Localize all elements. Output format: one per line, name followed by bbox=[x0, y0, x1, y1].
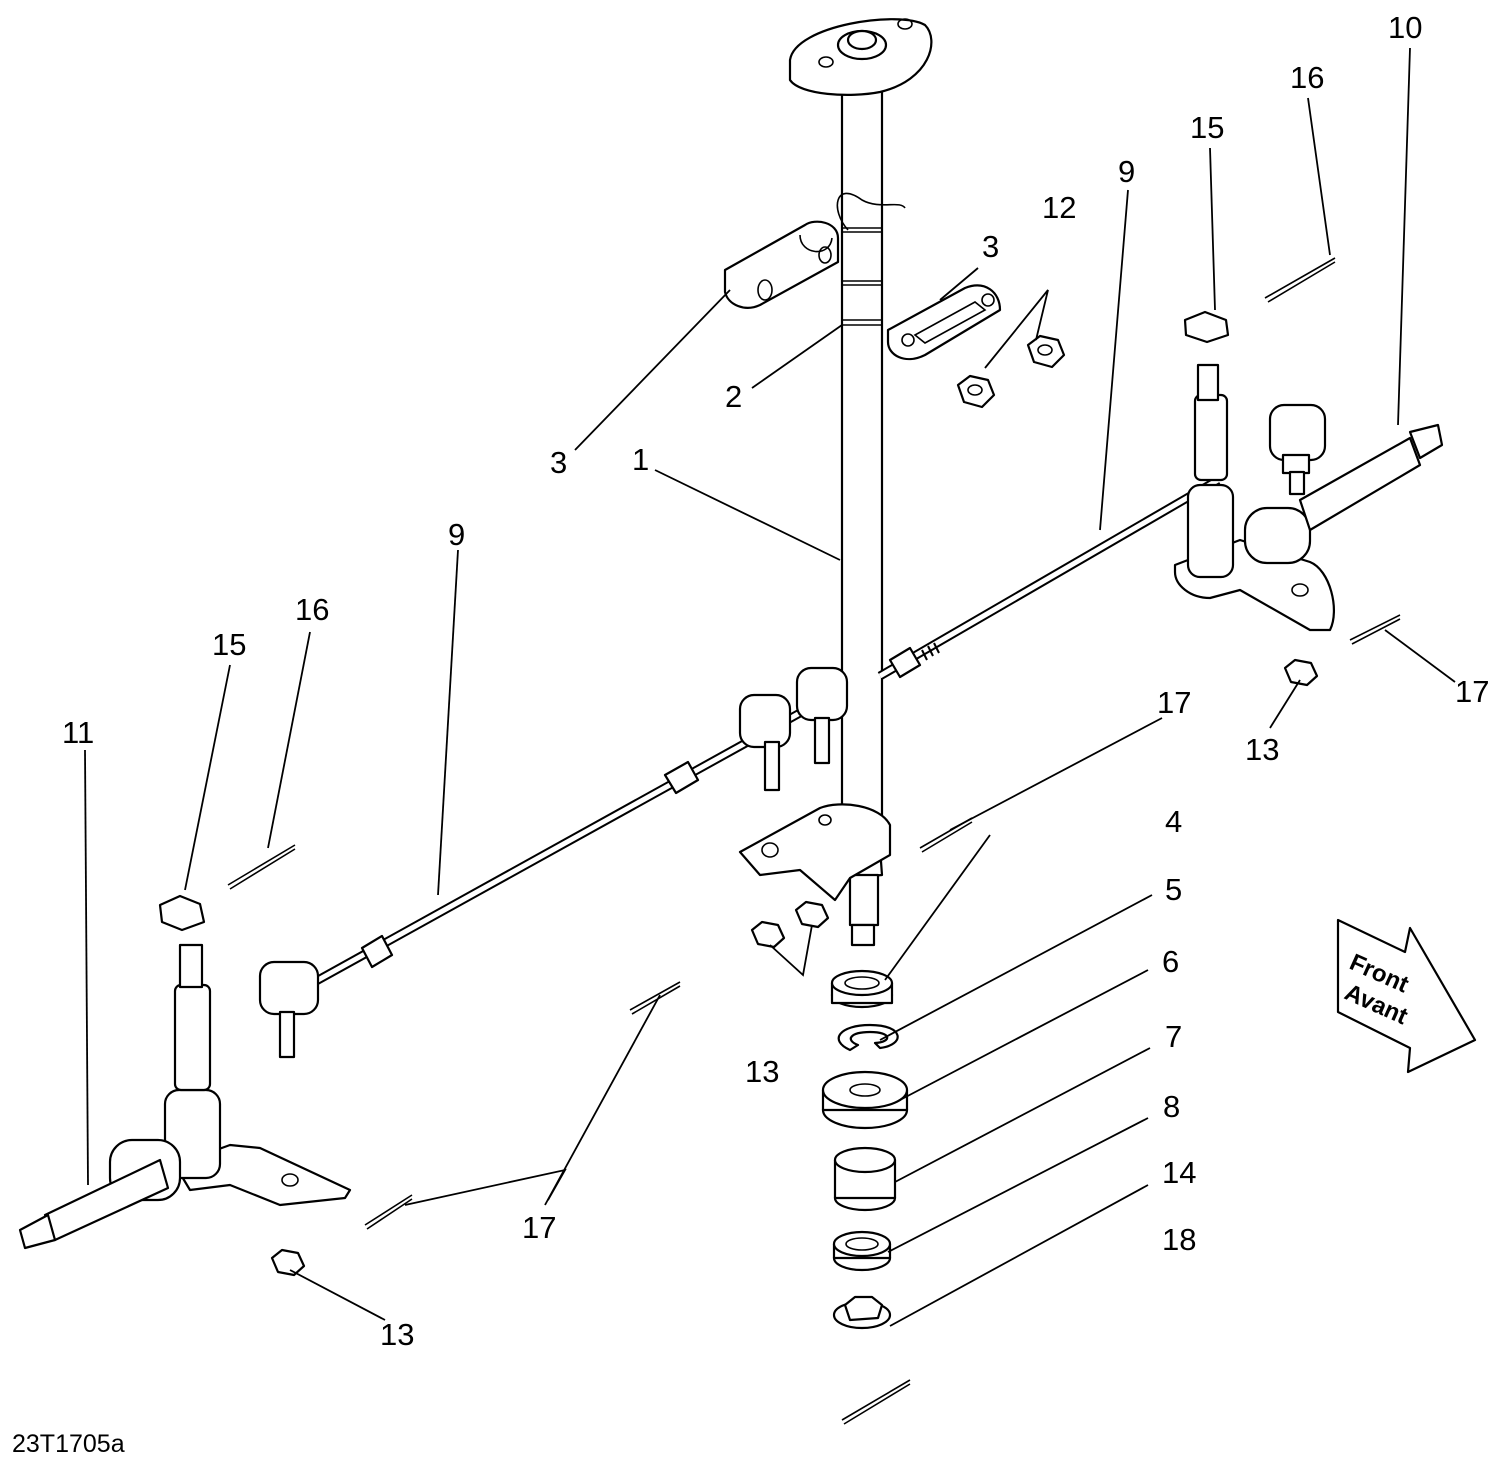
callout-13b: 13 bbox=[745, 1054, 779, 1089]
callout-15: 15 bbox=[1190, 110, 1224, 145]
flange-nut-18 bbox=[832, 1295, 892, 1330]
callout-17b: 17 bbox=[1157, 685, 1191, 720]
callout-14: 14 bbox=[1162, 1155, 1196, 1190]
washer-6 bbox=[821, 1070, 909, 1130]
flange-nut-pair bbox=[750, 900, 830, 949]
callout-1: 1 bbox=[632, 442, 649, 477]
callout-13c: 13 bbox=[380, 1317, 414, 1352]
bushing-4 bbox=[830, 969, 894, 1009]
callout-3: 3 bbox=[550, 445, 567, 480]
callout-8: 8 bbox=[1163, 1089, 1180, 1124]
callout-7: 7 bbox=[1165, 1019, 1182, 1054]
tie-rod-right bbox=[877, 403, 1327, 680]
callout-9: 9 bbox=[1118, 154, 1135, 189]
leader-lines bbox=[84, 47, 1456, 1327]
flange-nut-left bbox=[270, 1248, 306, 1277]
callout-16: 16 bbox=[1290, 60, 1324, 95]
snap-ring-5 bbox=[837, 1023, 899, 1052]
callout-4: 4 bbox=[1165, 804, 1182, 839]
callout-12: 12 bbox=[1042, 190, 1076, 225]
tie-rod-left bbox=[258, 666, 849, 1059]
bushing-14 bbox=[832, 1230, 892, 1272]
spindle-right bbox=[1173, 310, 1444, 632]
callout-2: 2 bbox=[725, 379, 742, 414]
callout-10: 10 bbox=[1388, 10, 1422, 45]
callout-18: 18 bbox=[1162, 1222, 1196, 1257]
callout-17a: 17 bbox=[1455, 674, 1489, 709]
callout-5: 5 bbox=[1165, 872, 1182, 907]
drawing-reference-code: 23T1705a bbox=[12, 1430, 125, 1458]
lock-nut-lower bbox=[956, 374, 996, 409]
callout-labels: 1 2 3 3 4 5 6 7 8 9 9 10 11 12 13 13 13 … bbox=[62, 10, 1489, 1352]
callout-3b: 3 bbox=[982, 229, 999, 264]
callout-6: 6 bbox=[1162, 944, 1179, 979]
sleeve-7 bbox=[833, 1146, 897, 1212]
spindle-left bbox=[18, 894, 352, 1250]
callout-11: 11 bbox=[62, 715, 94, 750]
callout-15b: 15 bbox=[212, 627, 246, 662]
callout-9b: 9 bbox=[448, 517, 465, 552]
lubricant-marks bbox=[227, 257, 1401, 1425]
clamp-left bbox=[723, 220, 840, 309]
callout-16b: 16 bbox=[295, 592, 329, 627]
callout-17c: 17 bbox=[522, 1210, 556, 1245]
front-direction-arrow: Front Avant bbox=[1336, 918, 1477, 1074]
flange-nut-right bbox=[1283, 658, 1319, 687]
callout-13a: 13 bbox=[1245, 732, 1279, 767]
clamp-right bbox=[886, 284, 1002, 361]
pitman-arm bbox=[738, 803, 892, 902]
lock-nut-upper bbox=[1026, 334, 1066, 369]
